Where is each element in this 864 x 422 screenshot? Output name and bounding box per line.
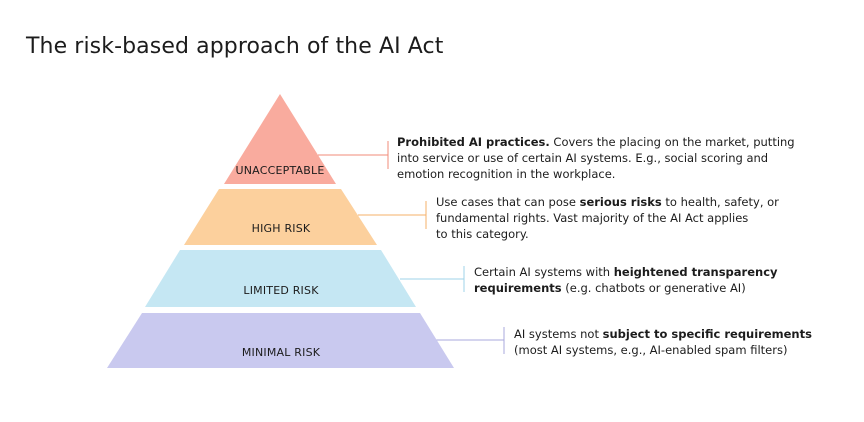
connector-minimal-risk (436, 327, 505, 354)
description-bold-text: serious risks (579, 195, 662, 209)
description-bold-text: subject to specific requirements (602, 327, 812, 341)
connector-unacceptable (318, 141, 389, 169)
description-text: Certain AI systems with (474, 265, 614, 279)
description-line: Use cases that can pose serious risks to… (436, 194, 779, 210)
description-minimal-risk: AI systems not subject to specific requi… (514, 326, 812, 358)
description-text: (e.g. chatbots or generative AI) (561, 281, 746, 295)
tier-label-unacceptable: UNACCEPTABLE (236, 164, 325, 177)
tier-label-minimal-risk: MINIMAL RISK (242, 346, 321, 359)
description-line: into service or use of certain AI system… (397, 151, 769, 165)
connector-limited-risk (400, 266, 465, 292)
description-bold-text: Prohibited AI practices. (397, 135, 550, 149)
description-line: fundamental rights. Vast majority of the… (436, 211, 749, 225)
description-line: Certain AI systems with heightened trans… (474, 264, 778, 280)
description-text: AI systems not (514, 327, 603, 341)
tier-minimal-risk (107, 313, 454, 368)
tier-limited-risk (145, 250, 416, 307)
tier-high-risk (184, 189, 377, 245)
description-text: Use cases that can pose (436, 195, 580, 209)
page-title: The risk-based approach of the AI Act (26, 34, 444, 59)
description-bold-text: requirements (474, 281, 562, 295)
description-line: emotion recognition in the workplace. (397, 167, 616, 181)
tier-label-high-risk: HIGH RISK (252, 222, 311, 235)
description-text: Covers the placing on the market, puttin… (549, 135, 795, 149)
description-bold-text: heightened transparency (613, 265, 778, 279)
description-high-risk: Use cases that can pose serious risks to… (436, 194, 779, 242)
connector-high-risk (358, 201, 427, 229)
description-line: Prohibited AI practices. Covers the plac… (397, 134, 795, 150)
description-text: to health, safety, or (661, 195, 779, 209)
description-line: requirements (e.g. chatbots or generativ… (474, 280, 778, 296)
tier-label-limited-risk: LIMITED RISK (243, 284, 319, 297)
tier-unacceptable (224, 94, 336, 184)
description-line: AI systems not subject to specific requi… (514, 326, 812, 342)
description-unacceptable: Prohibited AI practices. Covers the plac… (397, 134, 795, 182)
description-line: to this category. (436, 227, 529, 241)
description-line: (most AI systems, e.g., AI-enabled spam … (514, 343, 788, 357)
description-limited-risk: Certain AI systems with heightened trans… (474, 264, 778, 296)
